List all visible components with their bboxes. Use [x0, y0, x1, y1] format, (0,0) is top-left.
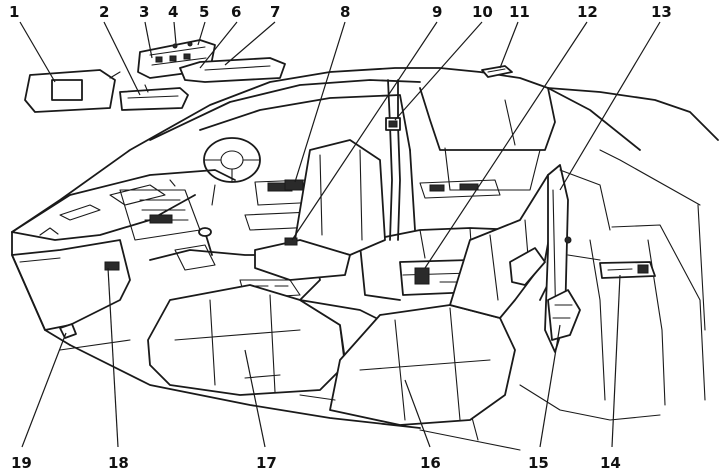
callout-9: 9: [432, 3, 442, 21]
callout-8: 8: [340, 3, 350, 21]
sun-visor-driver: [24, 69, 121, 113]
floor-lines: [59, 339, 336, 401]
callout-5: 5: [199, 3, 209, 21]
callout-15: 15: [528, 454, 549, 472]
rear-floor: [559, 169, 611, 261]
dashboard: [11, 169, 236, 241]
seat-belt: [385, 79, 401, 241]
callout-11: 11: [509, 3, 530, 21]
callout-10: 10: [472, 3, 493, 21]
callout-16: 16: [420, 454, 441, 472]
callout-2: 2: [99, 3, 109, 21]
rear-door-frame: [409, 87, 556, 231]
callout-12: 12: [577, 3, 598, 21]
sun-visor-passenger: [179, 57, 286, 83]
callout-7: 7: [270, 3, 280, 21]
glove-box: [11, 239, 131, 331]
callout-18: 18: [108, 454, 129, 472]
callout-17: 17: [256, 454, 277, 472]
door-switch-panel: [284, 179, 304, 191]
leader-lines: [19, 21, 661, 448]
vanity-mirror-visor: [119, 84, 189, 111]
callout-19: 19: [11, 454, 32, 472]
callout-4: 4: [168, 3, 178, 21]
kick-panel-fitting: [59, 323, 77, 339]
callout-labels: 1 2 3 4 5 6 7 8 9 10 11 12 13 14 15 16 1…: [9, 3, 672, 472]
front-seat-right: [329, 174, 556, 426]
callout-13: 13: [651, 3, 672, 21]
callout-14: 14: [600, 454, 621, 472]
steering-wheel: [203, 137, 261, 206]
dome-light: [481, 65, 513, 78]
callout-3: 3: [139, 3, 149, 21]
side-airbag-module: [544, 164, 581, 353]
callout-6: 6: [231, 3, 241, 21]
callout-1: 1: [9, 3, 19, 21]
driver-seat-back: [254, 139, 386, 281]
console-switch: [284, 237, 298, 246]
rear-switch-panel: [599, 261, 656, 279]
